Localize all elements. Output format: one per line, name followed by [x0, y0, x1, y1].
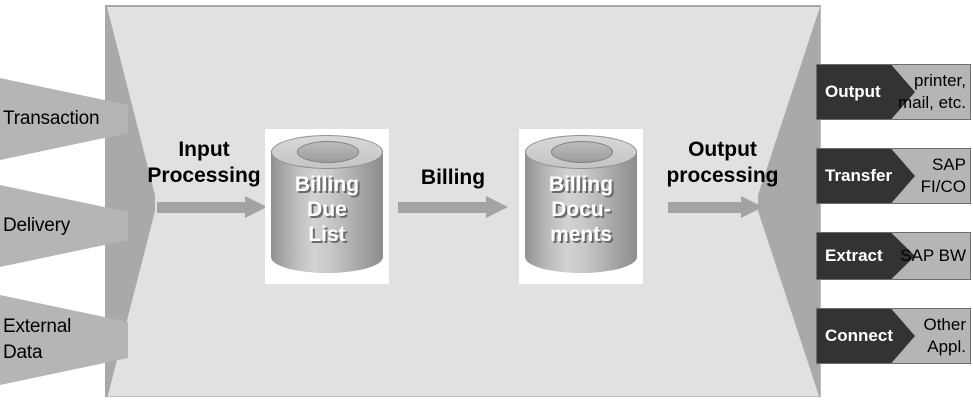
cylinder-inner-ellipse: [551, 141, 613, 163]
cylinder-inner-ellipse: [297, 141, 359, 163]
output-action-label-output: Output: [825, 82, 881, 101]
stage-label-billing: Billing: [420, 166, 486, 189]
input-label-external-line2: Data: [3, 342, 43, 363]
output-row-output: Output printer, mail, etc.: [816, 64, 971, 120]
output-target-line2: mail, etc.: [897, 93, 966, 112]
flow-arrow-due-list-to-documents: [398, 196, 508, 218]
arrow-shaft: [398, 202, 486, 213]
cylinder-body: [525, 151, 637, 273]
output-target-line1: printer,: [914, 70, 966, 90]
cylinder-body: [271, 151, 383, 273]
output-action-label-transfer: Transfer: [825, 166, 893, 185]
stage-label-output-processing: Output processing: [655, 137, 790, 190]
output-target-line1: SAP: [931, 154, 966, 174]
input-label-delivery: Delivery: [3, 215, 71, 237]
output-target-line1: SAP BW: [900, 245, 966, 265]
cylinder-label-line1: Billing: [548, 173, 614, 196]
cylinder-label-billing-due-list: Billing Due List: [265, 173, 389, 247]
input-label-external-line1: External: [3, 316, 72, 338]
database-cylinder-billing-documents: Billing Docu- ments: [519, 129, 643, 284]
output-target-extract: SAP BW: [900, 233, 966, 279]
stage-label-input-processing: Input Processing: [139, 137, 269, 190]
funnel-wedge-right: [758, 7, 820, 399]
output-target-output: printer, mail, etc.: [897, 65, 966, 119]
output-target-connect: Other Appl.: [900, 309, 966, 363]
cylinder-label-billing-documents: Billing Docu- ments: [519, 173, 643, 247]
cylinder-label-line2: Due: [307, 197, 347, 221]
output-target-transfer: SAP FI/CO: [900, 149, 966, 203]
output-action-label-connect: Connect: [825, 326, 893, 345]
arrow-head: [486, 196, 508, 218]
flow-arrow-input-to-due-list: [157, 196, 267, 218]
stage-label-input-line2: Processing: [147, 164, 261, 188]
arrow-head: [245, 196, 267, 218]
database-cylinder-billing-due-list: Billing Due List: [265, 129, 389, 284]
input-label-transaction: Transaction: [3, 108, 100, 130]
output-action-label-extract: Extract: [825, 246, 883, 265]
output-action-arrow-output: Output: [817, 65, 915, 119]
output-target-line1: Other: [923, 314, 966, 334]
output-action-arrow-extract: Extract: [817, 233, 915, 279]
stage-label-input-line1: Input: [178, 138, 230, 161]
stage-label-output-line1: Output: [688, 138, 757, 161]
stage-label-output-line2: processing: [666, 164, 779, 188]
cylinder-label-line1: Billing: [294, 173, 360, 196]
output-row-connect: Connect Other Appl.: [816, 308, 971, 364]
output-action-arrow-connect: Connect: [817, 309, 915, 363]
output-target-line2: FI/CO: [920, 177, 966, 196]
flow-arrow-documents-to-output: [668, 196, 763, 218]
output-action-arrow-transfer: Transfer: [817, 149, 915, 203]
output-row-extract: Extract SAP BW: [816, 232, 971, 280]
arrow-shaft: [157, 202, 245, 213]
output-row-transfer: Transfer SAP FI/CO: [816, 148, 971, 204]
arrow-shaft: [668, 202, 741, 213]
cylinder-label-line3: List: [308, 222, 346, 246]
output-target-line2: Appl.: [927, 337, 966, 356]
cylinder-label-line2: Docu-: [551, 197, 611, 221]
arrow-head: [741, 196, 763, 218]
cylinder-label-line3: ments: [550, 222, 612, 246]
